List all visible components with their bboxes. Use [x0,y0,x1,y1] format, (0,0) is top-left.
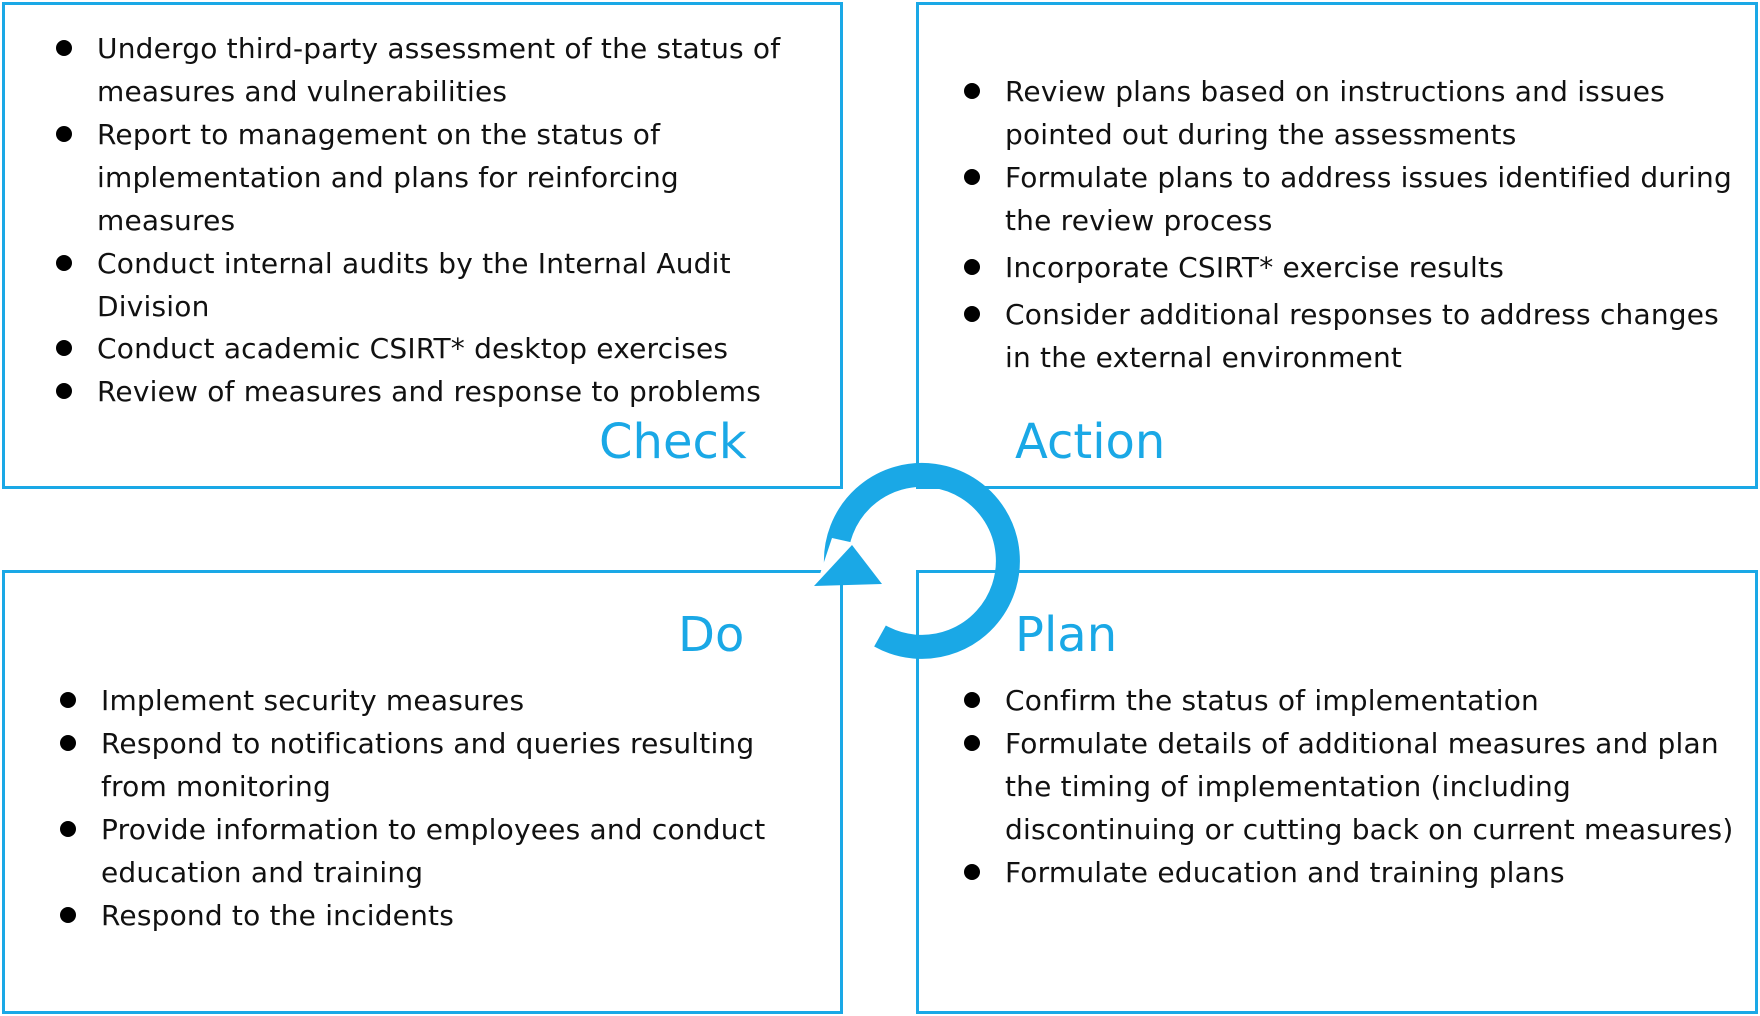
check-item-text: Undergo third-party assessment of the st… [97,32,781,108]
check-item: Undergo third-party assessment of the st… [56,27,816,113]
cycle-ring [823,462,1020,659]
plan-quadrant: Confirm the status of implementation For… [916,570,1758,1014]
check-item-text: Conduct internal audits by the Internal … [97,247,731,323]
check-item-list: Undergo third-party assessment of the st… [56,27,816,413]
bullet-icon [964,83,980,99]
bullet-icon [56,255,72,271]
action-item-text: Review plans based on instructions and i… [1005,75,1665,151]
action-item-text: Incorporate CSIRT* exercise results [1005,251,1504,284]
check-item: Report to management on the status of im… [56,113,816,242]
do-quadrant: Implement security measures Respond to n… [2,570,843,1014]
plan-title: Plan [1015,607,1118,663]
bullet-icon [60,821,76,837]
bullet-icon [60,907,76,923]
plan-item: Formulate education and training plans [964,851,1734,894]
plan-item: Confirm the status of implementation [964,679,1734,722]
check-quadrant: Undergo third-party assessment of the st… [2,2,843,489]
do-item: Provide information to employees and con… [60,808,820,894]
action-item: Formulate plans to address issues identi… [964,156,1734,242]
check-item: Conduct academic CSIRT* desktop exercise… [56,327,816,370]
do-item-list: Implement security measures Respond to n… [60,679,820,937]
check-item-text: Review of measures and response to probl… [97,375,762,408]
bullet-icon [964,735,980,751]
check-item-text: Conduct academic CSIRT* desktop exercise… [97,332,729,365]
bullet-icon [964,169,980,185]
action-quadrant: Review plans based on instructions and i… [916,2,1758,489]
do-item: Respond to the incidents [60,894,820,937]
do-title: Do [678,607,745,663]
bullet-icon [964,259,980,275]
do-item: Respond to notifications and queries res… [60,722,820,808]
bullet-icon [964,692,980,708]
do-item-text: Respond to notifications and queries res… [101,727,755,803]
check-title: Check [599,414,747,470]
plan-item-text: Formulate details of additional measures… [1005,727,1734,846]
bullet-icon [964,864,980,880]
do-item-text: Implement security measures [101,684,525,717]
action-item-text: Consider additional responses to address… [1005,298,1719,374]
bullet-icon [56,340,72,356]
plan-item: Formulate details of additional measures… [964,722,1734,851]
bullet-icon [964,306,980,322]
cycle-arrowhead [814,545,882,586]
do-item: Implement security measures [60,679,820,722]
check-item: Review of measures and response to probl… [56,370,816,413]
bullet-icon [60,692,76,708]
check-item-text: Report to management on the status of im… [97,118,679,237]
action-item-text: Formulate plans to address issues identi… [1005,161,1732,237]
do-item-text: Provide information to employees and con… [101,813,766,889]
check-item: Conduct internal audits by the Internal … [56,242,816,328]
action-item: Review plans based on instructions and i… [964,70,1734,156]
cycle-arrow-icon [814,462,1020,659]
plan-item-list: Confirm the status of implementation For… [964,679,1734,894]
do-item-text: Respond to the incidents [101,899,455,932]
action-item: Consider additional responses to address… [964,293,1734,379]
bullet-icon [56,40,72,56]
action-item-list: Review plans based on instructions and i… [964,70,1734,379]
action-item: Incorporate CSIRT* exercise results [964,246,1734,289]
bullet-icon [56,126,72,142]
plan-item-text: Confirm the status of implementation [1005,684,1539,717]
bullet-icon [56,383,72,399]
action-title: Action [1015,414,1166,470]
plan-item-text: Formulate education and training plans [1005,856,1565,889]
bullet-icon [60,735,76,751]
